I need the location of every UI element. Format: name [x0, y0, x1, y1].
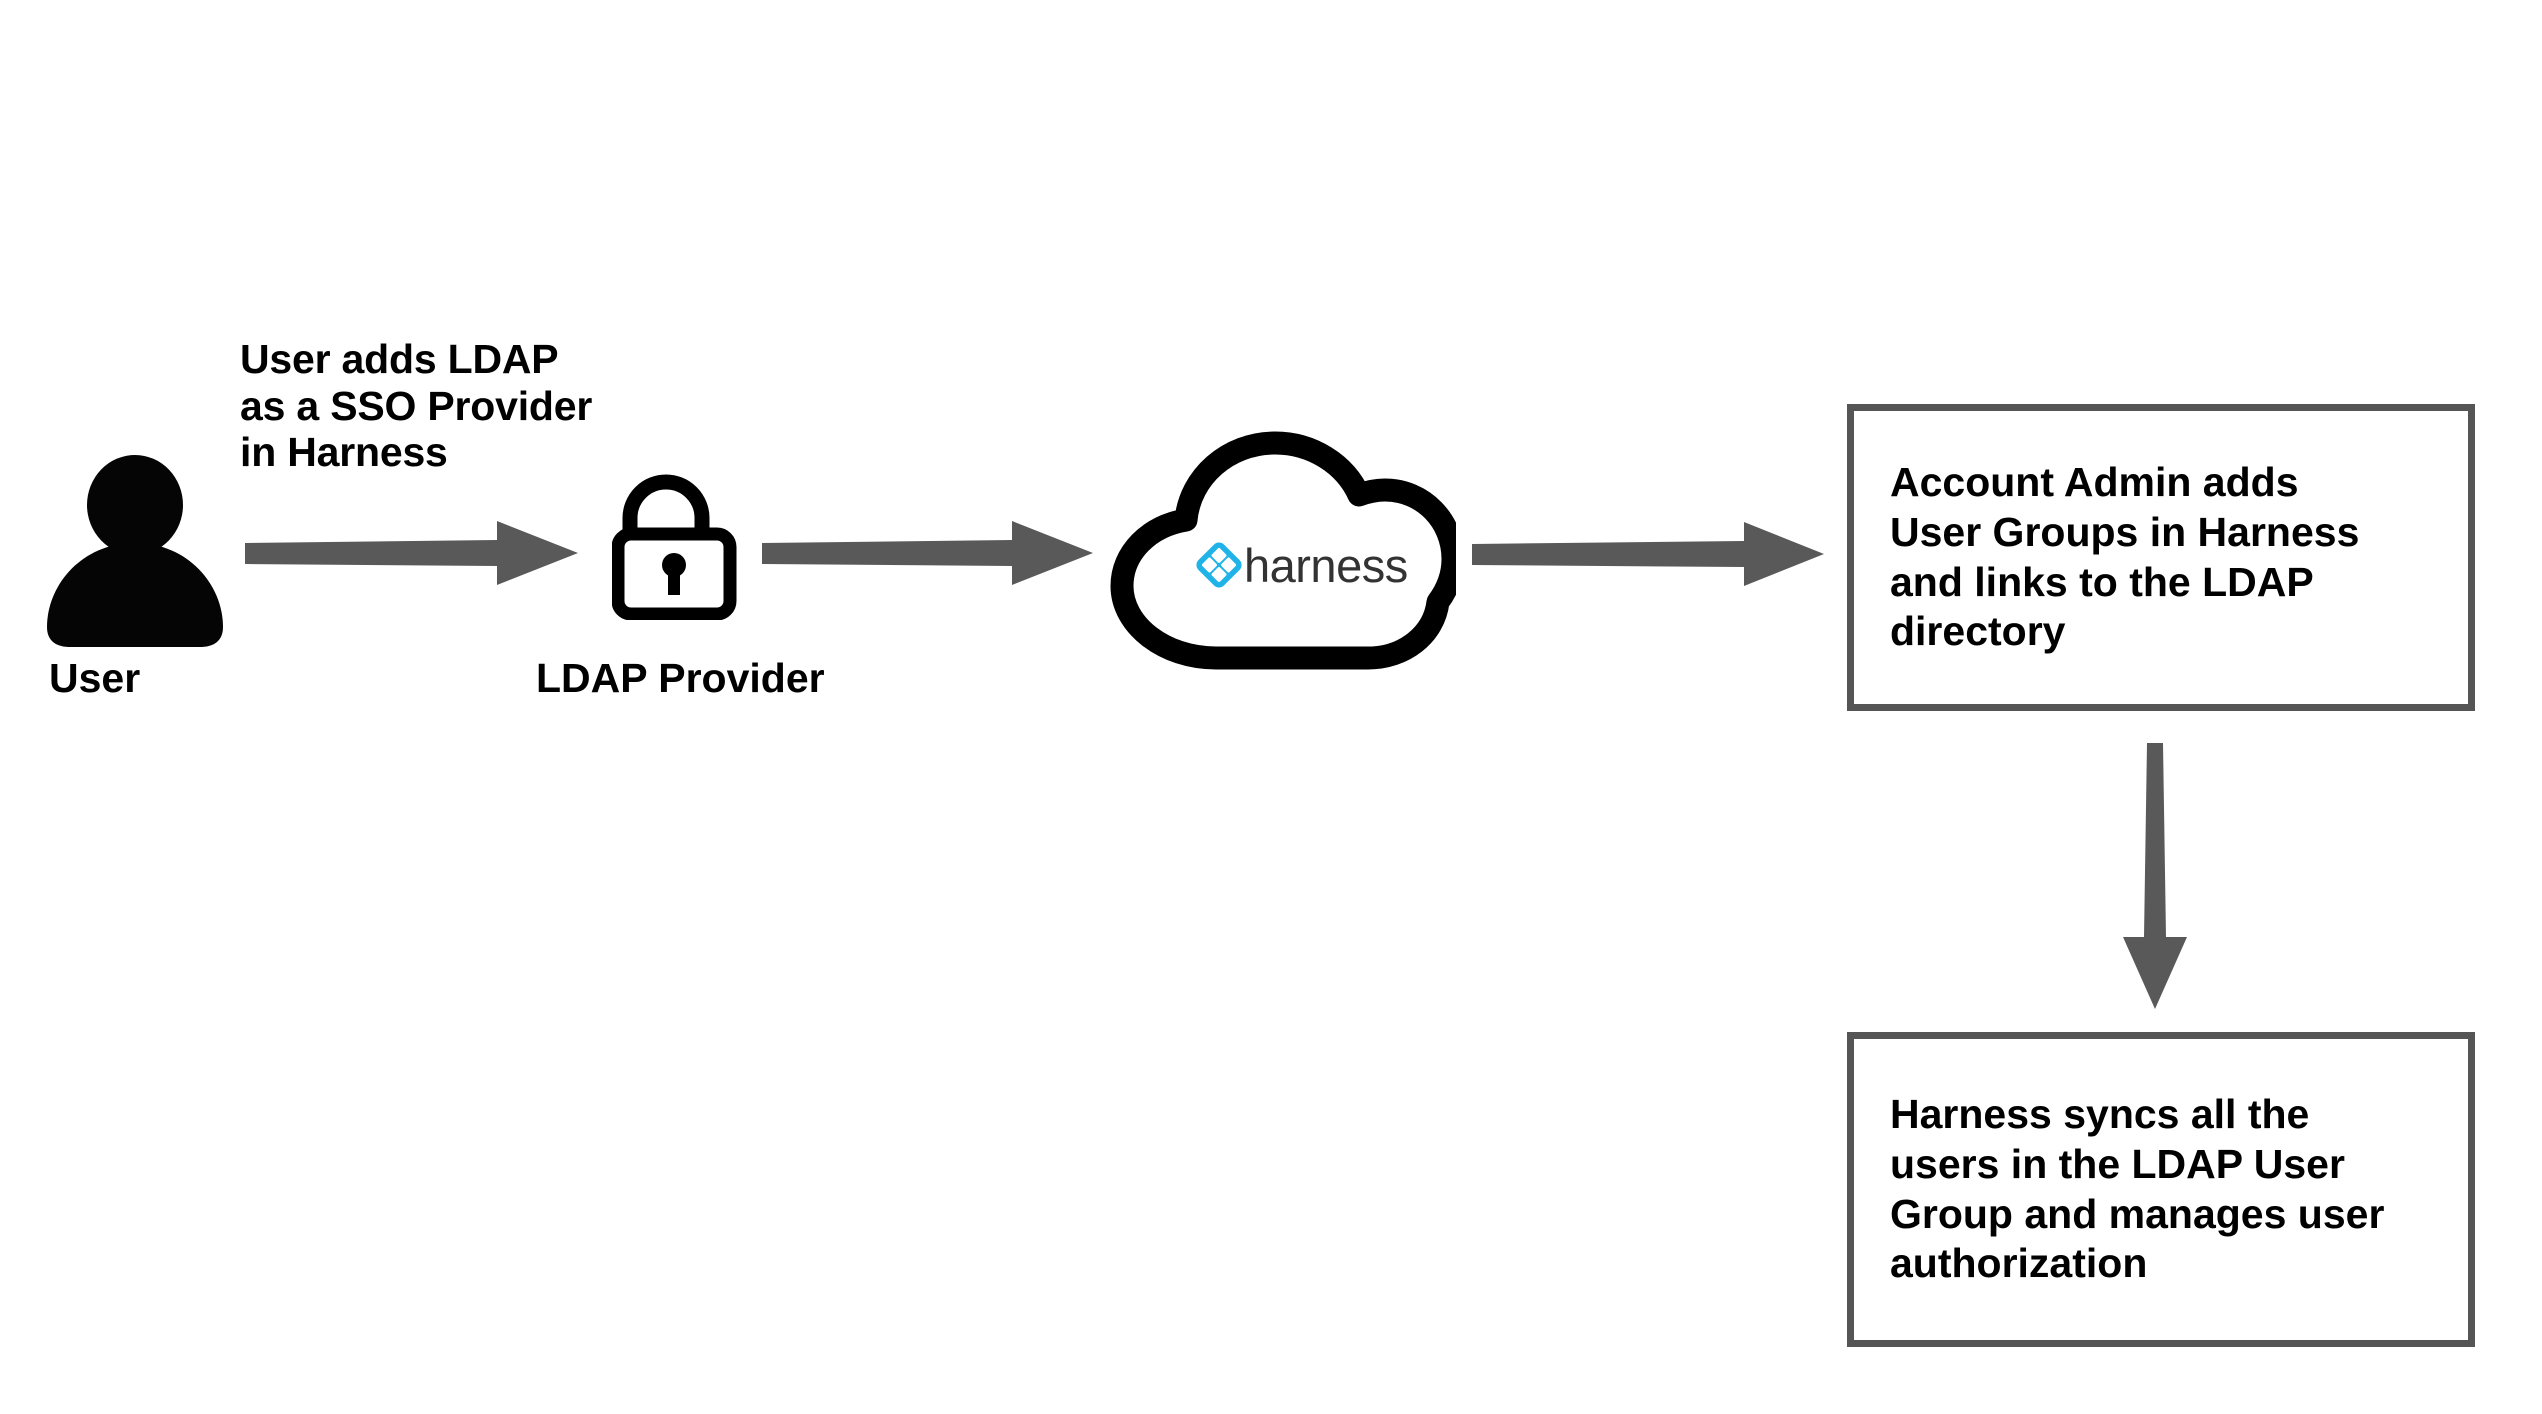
harness-sync-box: Harness syncs all the users in the LDAP …	[1847, 1032, 2475, 1347]
harness-wordmark: harness	[1244, 539, 1408, 592]
user-person-icon	[47, 455, 223, 647]
arrow-cloud-to-admin-box	[1472, 522, 1824, 586]
arrow-admin-box-to-sync-box	[2123, 743, 2187, 1009]
arrow-ldap-to-cloud	[762, 521, 1093, 585]
account-admin-box-text: Account Admin adds User Groups in Harnes…	[1890, 459, 2360, 655]
open-padlock-icon	[612, 474, 737, 620]
harness-sync-box-text: Harness syncs all the users in the LDAP …	[1890, 1091, 2385, 1287]
step1-caption: User adds LDAP as a SSO Provider in Harn…	[240, 336, 593, 476]
arrow-user-to-ldap	[245, 521, 578, 585]
ldap-provider-label: LDAP Provider	[536, 655, 825, 701]
harness-diamond-logo	[1196, 542, 1242, 588]
user-label: User	[49, 655, 141, 701]
account-admin-box: Account Admin adds User Groups in Harnes…	[1847, 404, 2475, 711]
cloud-icon	[1110, 431, 1456, 670]
